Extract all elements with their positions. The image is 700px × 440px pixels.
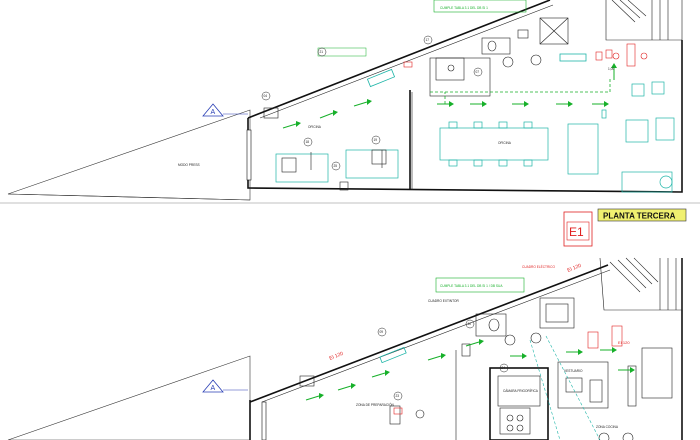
fire-equipment-upper (403, 49, 648, 68)
svg-text:21: 21 (320, 50, 324, 54)
service-room (429, 57, 491, 97)
svg-text:19: 19 (374, 138, 378, 142)
fire-rating-3: EI 120 (618, 340, 630, 345)
top-note: CUMPLE TABLA 3.1 DEL DB SI 1 (440, 6, 488, 10)
elevator-lower (539, 297, 575, 329)
lounge-furniture (567, 81, 675, 193)
number-tags-lower: 09 10 23 24 (377, 319, 509, 401)
sector-code: E1 (569, 225, 584, 239)
cold-room (489, 367, 549, 440)
diagonal-facade-lower (249, 264, 609, 403)
locker-room-label: VESTUARIO (564, 369, 583, 373)
lower-floor-plan: PLANTA TERCERA E1 EI 120 EI 120 EI 120 C… (7, 208, 687, 440)
exterior-wall (247, 40, 683, 193)
svg-text:24: 24 (502, 366, 506, 370)
svg-text:04: 04 (264, 94, 268, 98)
svg-text:10: 10 (468, 322, 472, 326)
fire-rating-1: EI 120 (567, 263, 583, 274)
section-marker-a: A (202, 103, 248, 117)
room-office-label: OFICINA (498, 141, 512, 145)
svg-text:23: 23 (396, 394, 400, 398)
locker-room (557, 361, 609, 409)
prep-zone: ZONA DE PREPARACIÓN (299, 346, 425, 425)
svg-text:A: A (211, 385, 216, 392)
kitchen-label: ZONA COCINA (596, 425, 619, 429)
room-office-label-2: OFICINA (308, 125, 322, 129)
prep-zone-label: ZONA DE PREPARACIÓN (356, 402, 395, 407)
staircase-upper (605, 0, 683, 41)
green-note: CUMPLE TABLA 3.1 DEL DB SI 1 / DB SUA (440, 284, 503, 288)
top-note-box (433, 0, 527, 13)
svg-text:07: 07 (476, 70, 480, 74)
evacuation-arrows-upper (282, 63, 617, 129)
office-desks (263, 107, 399, 191)
section-marker-a-lower: A (202, 379, 248, 393)
note-box-lower (435, 277, 525, 293)
fire-rating-2: EI 120 (329, 351, 345, 362)
upper-floor-plan: MODO PRESS A (7, 0, 683, 201)
svg-text:25: 25 (334, 164, 338, 168)
extinguisher-note: CUADRO EXTINTOR (428, 299, 459, 303)
electric-panel-label: CUADRO ELÉCTRICO (522, 264, 555, 269)
ramp-label: MODO PRESS (178, 163, 200, 167)
meeting-table: OFICINA (439, 121, 549, 167)
svg-text:17: 17 (426, 38, 430, 42)
evacuation-arrows-lower (305, 339, 635, 401)
number-tags-upper: 04 17 18 19 21 25 07 (261, 35, 483, 171)
floor-title-box (597, 208, 687, 222)
diagonal-facade (247, 0, 551, 119)
cold-room-label: CÁMARA FRIGORÍFICA (503, 389, 539, 393)
small-dimension: 1,00 (608, 67, 614, 71)
ramp-outline (7, 109, 251, 201)
staircase-lower (599, 257, 683, 311)
svg-text:09: 09 (380, 330, 384, 334)
svg-text:18: 18 (306, 140, 310, 144)
elevator (539, 17, 569, 45)
fire-sector-e1: E1 (563, 211, 593, 247)
section-marker-label: A (211, 109, 216, 116)
floor-title: PLANTA TERCERA (603, 212, 676, 221)
